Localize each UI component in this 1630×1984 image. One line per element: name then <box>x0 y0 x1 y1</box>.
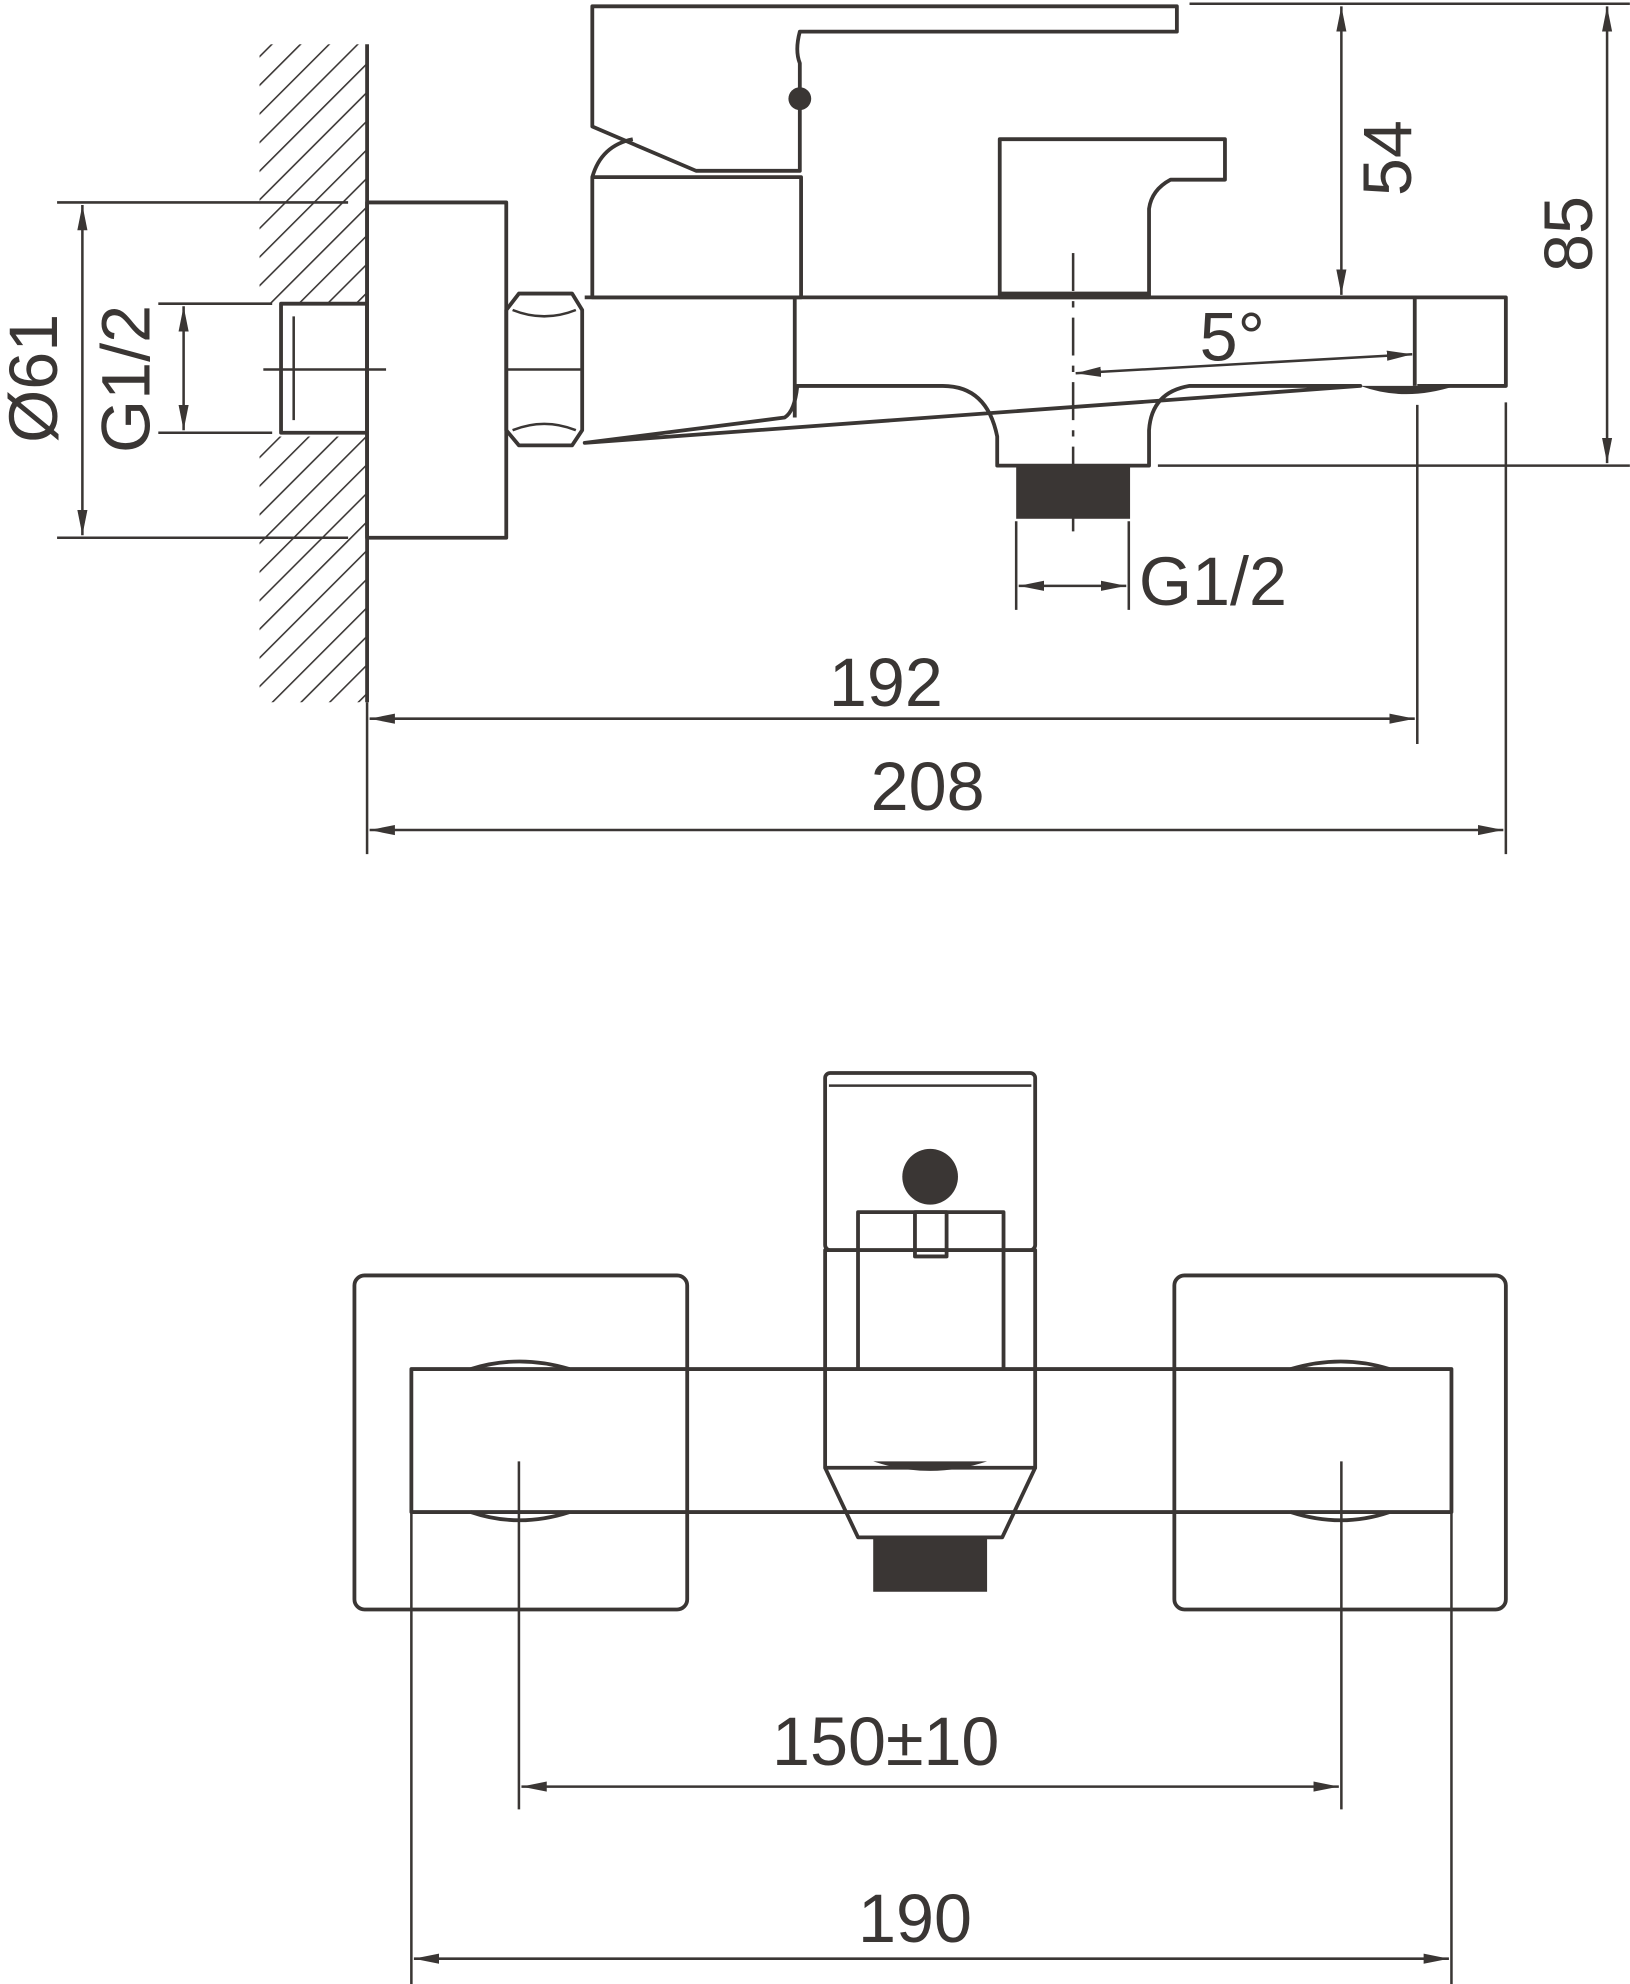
front-view: 150±10 190 <box>352 1071 1508 1984</box>
dim-label-diameter: Ø61 <box>0 314 72 443</box>
dim-spout-angle: 5° <box>1075 300 1413 377</box>
dim-label-54: 54 <box>1350 120 1426 196</box>
wall-hatching <box>259 44 369 703</box>
dim-label-angle: 5° <box>1200 300 1265 376</box>
dim-diameter-61: Ø61 <box>0 201 349 540</box>
dim-label-85: 85 <box>1531 196 1607 272</box>
dim-190: 190 <box>410 1512 1453 1984</box>
dim-outlet-thread: G1/2 <box>1014 521 1287 620</box>
wall-flange <box>365 200 509 540</box>
dim-inlet-thread: G1/2 <box>88 302 273 453</box>
outlet-thread <box>1016 253 1131 532</box>
dim-label-192: 192 <box>829 645 943 721</box>
dim-handle-height-54: 54 <box>1189 2 1630 295</box>
handle-dot <box>902 1148 958 1205</box>
dim-208: 208 <box>369 402 1508 855</box>
nuts <box>470 1359 1391 1523</box>
dim-label-208: 208 <box>871 749 985 825</box>
dim-150: 150±10 <box>521 1704 1339 1792</box>
dim-label-outlet-thread: G1/2 <box>1139 544 1287 620</box>
front-outlet-thread <box>873 1537 988 1592</box>
side-view: Ø61 G1/2 54 85 5° G1/2 <box>0 2 1630 855</box>
lever-handle <box>590 4 1179 173</box>
cartridge-column <box>823 1210 1038 1592</box>
dim-total-height-85: 85 <box>1157 6 1630 467</box>
cartridge-housing <box>590 137 803 300</box>
diverter-knob <box>997 137 1227 300</box>
faucet-body <box>582 295 1508 468</box>
dim-label-150: 150±10 <box>772 1704 999 1780</box>
hex-nut <box>504 291 585 448</box>
centerlines <box>517 1461 1343 1810</box>
dim-label-inlet-thread: G1/2 <box>88 305 164 453</box>
dim-192: 192 <box>365 404 1419 855</box>
left-wall-plate <box>352 1273 690 1612</box>
body-bar <box>409 1367 1454 1514</box>
dim-label-190: 190 <box>858 1881 972 1957</box>
